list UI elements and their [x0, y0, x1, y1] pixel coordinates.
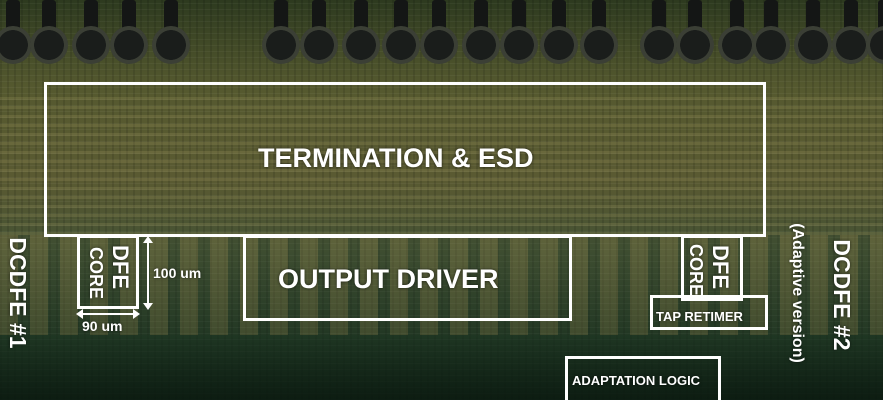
width-arrow-head-right: [133, 309, 140, 319]
circuit-block-low: [0, 335, 883, 400]
width-dimension-arrow: [82, 313, 134, 315]
bond-pad: [640, 26, 678, 64]
metal-stripes-top: [0, 95, 883, 235]
bond-wire: [878, 0, 883, 38]
dfe-core-left-block: [77, 235, 139, 309]
tap-retimer-block: [650, 295, 768, 330]
bond-pad: [382, 26, 420, 64]
dfe-core-right-label-core: CORE: [686, 244, 706, 297]
adaptation-logic-block: [565, 356, 721, 400]
width-dimension-label: 90 um: [82, 318, 123, 334]
dcdfe1-label: DCDFE #1: [5, 237, 31, 349]
bond-pad: [832, 26, 870, 64]
bond-pad: [794, 26, 832, 64]
dcdfe2-label: DCDFE #2: [829, 239, 855, 351]
bond-pad: [718, 26, 756, 64]
bond-pad: [500, 26, 538, 64]
bond-pad: [420, 26, 458, 64]
bond-pad: [72, 26, 110, 64]
height-arrow-head-bottom: [143, 303, 153, 310]
bond-pad: [262, 26, 300, 64]
bond-pad: [752, 26, 790, 64]
height-dimension-label: 100 um: [153, 265, 202, 281]
termination-esd-label: TERMINATION & ESD: [258, 143, 534, 173]
dfe-core-right-label-dfe: DFE: [708, 245, 733, 289]
bond-pad: [152, 26, 190, 64]
bond-pad: [580, 26, 618, 64]
bond-pad: [0, 26, 32, 64]
output-driver-block: [243, 235, 572, 321]
bond-pad: [462, 26, 500, 64]
dfe-core-left-label-dfe: DFE: [108, 245, 133, 289]
tap-retimer-label: TAP RETIMER: [656, 309, 743, 324]
output-driver-label: OUTPUT DRIVER: [278, 264, 499, 294]
height-dimension-arrow: [147, 240, 149, 306]
height-arrow-head-top: [143, 236, 153, 243]
bond-pad: [342, 26, 380, 64]
dfe-core-right-block: [681, 235, 743, 301]
adaptation-logic-label: ADAPTATION LOGIC: [572, 373, 701, 388]
width-arrow-head-left: [76, 309, 83, 319]
bond-pad: [110, 26, 148, 64]
dfe-core-left-label-core: CORE: [86, 247, 106, 300]
bond-pad: [540, 26, 578, 64]
bond-pad-row: [0, 0, 883, 90]
bond-pad: [300, 26, 338, 64]
bond-pad: [30, 26, 68, 64]
dcdfe2-sublabel: (Adaptive version): [789, 223, 806, 363]
bond-pad: [866, 26, 883, 64]
bond-pad: [676, 26, 714, 64]
